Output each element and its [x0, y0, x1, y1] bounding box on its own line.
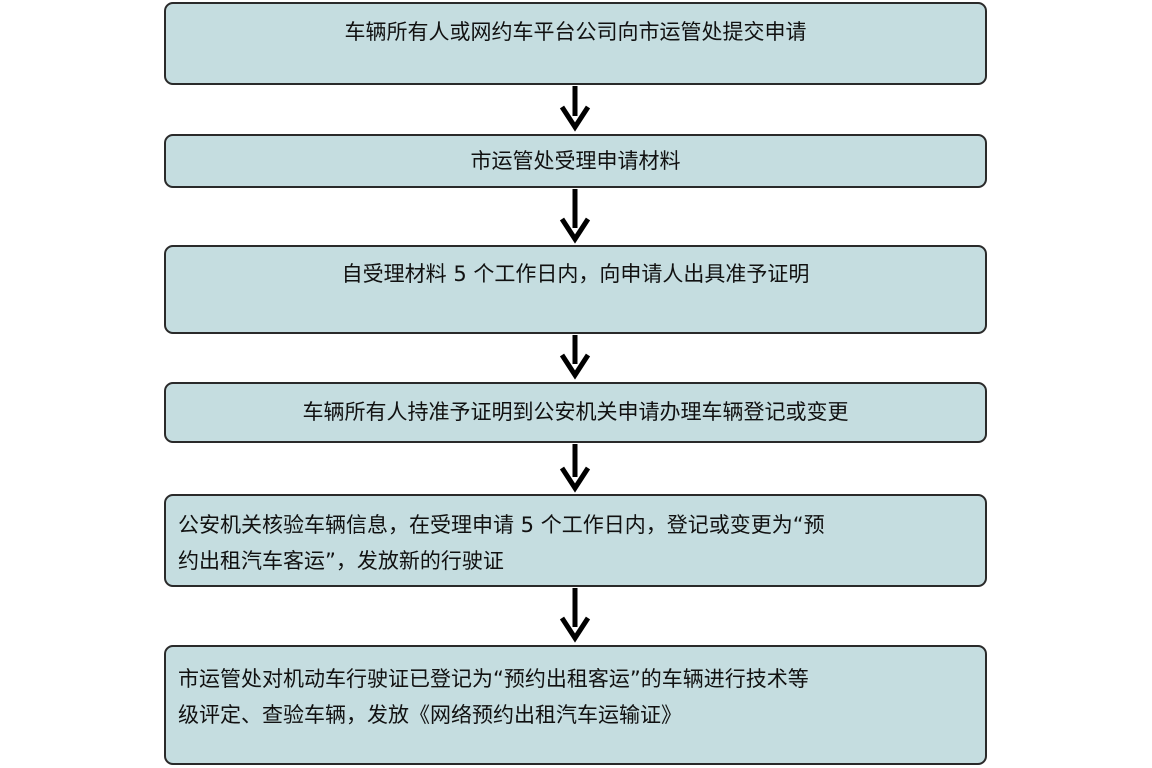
step-6-text-line-2: 级评定、查验车辆，发放《网络预约出租汽车运输证》	[178, 703, 682, 727]
step-5-text-line-2: 约出租汽车客运”，发放新的行驶证	[178, 549, 504, 573]
step-3-issue-approval-certificate: 自受理材料 5 个工作日内，向申请人出具准予证明	[164, 245, 987, 334]
step-1-text: 车辆所有人或网约车平台公司向市运管处提交申请	[344, 20, 807, 44]
step-6-text-line-1: 市运管处对机动车行驶证已登记为“预约出租客运”的车辆进行技术等	[178, 667, 809, 691]
step-2-accept-materials: 市运管处受理申请材料	[164, 134, 987, 188]
step-3-text: 自受理材料 5 个工作日内，向申请人出具准予证明	[341, 262, 810, 286]
step-4-police-registration: 车辆所有人持准予证明到公安机关申请办理车辆登记或变更	[164, 382, 987, 443]
step-6-assess-and-issue-permit: 市运管处对机动车行驶证已登记为“预约出租客运”的车辆进行技术等 级评定、查验车辆…	[164, 645, 987, 765]
arrow-2-to-3	[559, 189, 591, 244]
step-5-verify-and-issue-license: 公安机关核验车辆信息，在受理申请 5 个工作日内，登记或变更为“预 约出租汽车客…	[164, 494, 987, 587]
arrow-5-to-6	[559, 588, 591, 643]
step-1-submit-application: 车辆所有人或网约车平台公司向市运管处提交申请	[164, 2, 987, 85]
step-2-text: 市运管处受理申请材料	[470, 149, 681, 173]
arrow-1-to-2	[559, 86, 591, 132]
arrow-3-to-4	[559, 335, 591, 380]
step-5-text-line-1: 公安机关核验车辆信息，在受理申请 5 个工作日内，登记或变更为“预	[178, 513, 825, 537]
arrow-4-to-5	[559, 444, 591, 493]
step-4-text: 车辆所有人持准予证明到公安机关申请办理车辆登记或变更	[302, 400, 849, 424]
